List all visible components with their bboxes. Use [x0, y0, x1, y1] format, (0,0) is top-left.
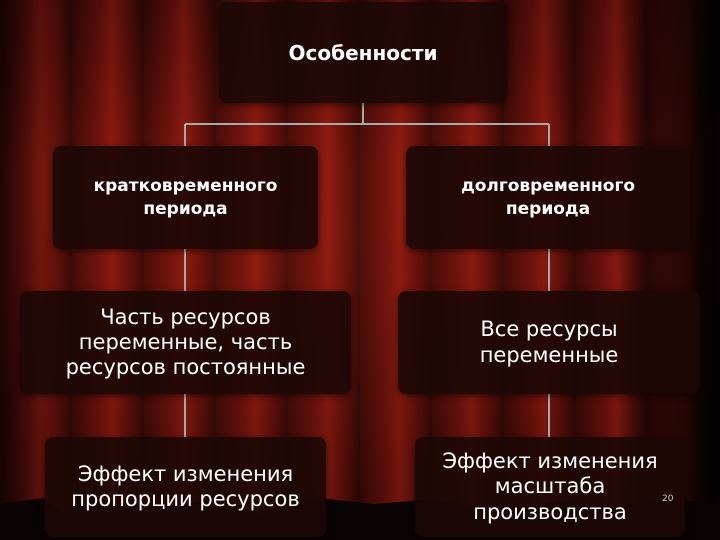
slide-number: 20 [662, 494, 673, 504]
short-run-resources-box: Часть ресурсов переменные, часть ресурсо… [20, 291, 351, 394]
short-run-effect-box: Эффект изменения пропорции ресурсов [45, 437, 326, 537]
diagram-title-box: Особенности [219, 2, 507, 103]
short-run-header-box: кратковременного периода [53, 146, 318, 249]
short-run-header: кратковременного периода [81, 175, 291, 219]
short-run-effect: Эффект изменения пропорции ресурсов [61, 462, 311, 512]
short-run-resources: Часть ресурсов переменные, часть ресурсо… [51, 305, 321, 381]
long-run-resources-box: Все ресурсы переменные [398, 291, 700, 394]
long-run-header-box: долговременного периода [406, 146, 690, 249]
diagram-title: Особенности [289, 41, 438, 65]
long-run-effect: Эффект изменения масштаба производства [433, 449, 668, 525]
long-run-effect-box: Эффект изменения масштаба производства [415, 437, 685, 537]
long-run-resources: Все ресурсы переменные [464, 317, 634, 367]
long-run-header: долговременного периода [443, 175, 653, 219]
